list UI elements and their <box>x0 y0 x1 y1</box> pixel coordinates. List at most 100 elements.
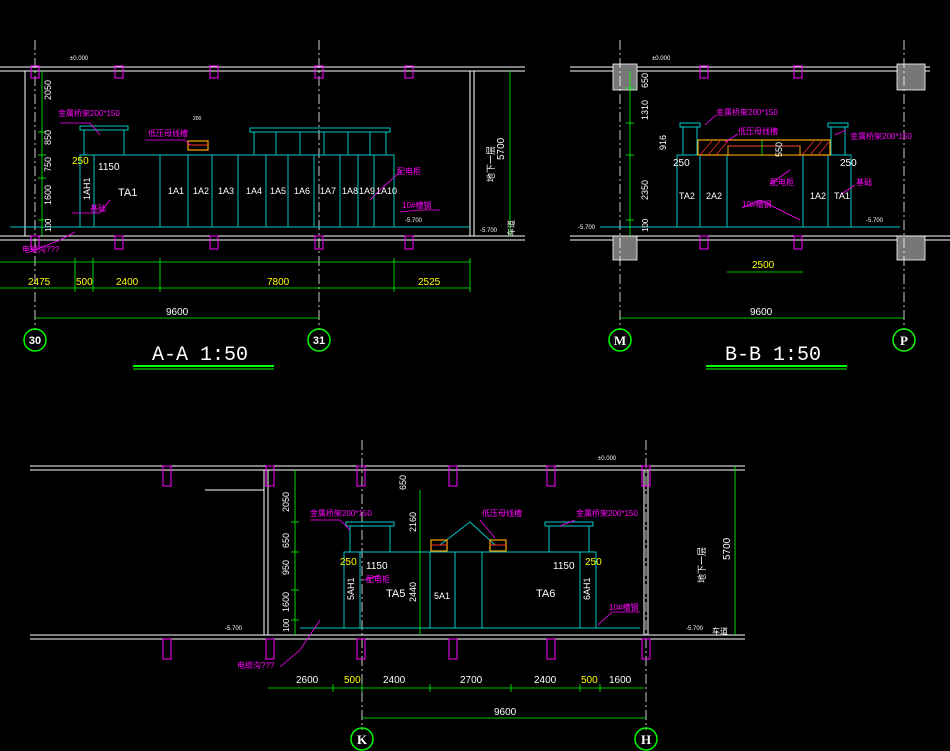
cc-dim-2050: 2050 <box>281 492 291 512</box>
aa-note-trench-left: 电缆沟??? <box>22 244 60 254</box>
aa-grid-label-left: 30 <box>29 335 41 347</box>
aa-level-top: ±0.000 <box>70 56 89 62</box>
aa-grid-bubble-left <box>23 328 47 352</box>
aa-dim-1600: 1600 <box>43 185 53 205</box>
aa-panel-1a7: 1A7 <box>320 186 336 196</box>
cc-grid-bubble-right <box>634 727 658 751</box>
cc-dim-bottom-4: 2400 <box>534 675 557 686</box>
cc-panel-5a1: 5A1 <box>434 591 450 601</box>
bb-panel-1a2: 1A2 <box>810 191 826 201</box>
cc-dim-5700: 5700 <box>722 537 733 560</box>
cc-dim-bottom-1: 500 <box>344 675 361 686</box>
aa-note-busway: 低压母线槽 <box>148 128 188 138</box>
bb-dim-1310: 1310 <box>640 100 650 120</box>
cc-dim-bottom-5: 500 <box>581 675 598 686</box>
cc-dim-bottom-6: 1600 <box>609 675 632 686</box>
cc-dim-1150-left: 1150 <box>366 561 388 572</box>
aa-note-cabinet: 配电柜 <box>397 166 421 176</box>
bb-note-busway: 低压母线槽 <box>738 126 778 136</box>
bb-dim-total: 9600 <box>750 307 773 318</box>
cc-note-trench-left: 电缆沟??? <box>237 660 275 670</box>
bb-note-tray-right: 金属桥架200*150 <box>850 131 912 141</box>
bb-panel-ta1: TA1 <box>834 191 850 201</box>
aa-road-label: 车道 <box>506 220 516 236</box>
aa-panel-1a9: 1A9 <box>359 186 375 196</box>
cc-dim-2440: 2440 <box>408 582 418 602</box>
bb-panel-ta2: TA2 <box>679 191 695 201</box>
cc-grid-label-right: H <box>641 732 651 747</box>
aa-dim-2050: 2050 <box>43 80 53 100</box>
bb-panel-2a2: 2A2 <box>706 191 722 201</box>
cc-dim-1150-right: 1150 <box>553 561 575 572</box>
aa-title: A-A 1:50 <box>152 344 248 367</box>
aa-panel-1a8: 1A8 <box>342 186 358 196</box>
cc-note-tray-left: 金属桥架200*150 <box>310 508 372 518</box>
cc-road-label: 车道 <box>712 626 728 636</box>
aa-dim-bottom-2: 2400 <box>116 277 139 288</box>
cc-dim-bottom-3: 2700 <box>460 675 483 686</box>
aa-level-floor: -5.700 <box>480 228 498 234</box>
bb-dim-650: 650 <box>640 73 650 88</box>
aa-dim-850: 850 <box>43 130 53 145</box>
aa-dim-bottom-4: 2525 <box>418 277 441 288</box>
aa-dim-250: 250 <box>72 156 89 167</box>
cc-dim-650: 650 <box>281 533 291 548</box>
bb-grid-bubble-left <box>608 328 632 352</box>
cc-dim-950: 950 <box>281 560 291 575</box>
cc-dim-total: 9600 <box>494 707 517 718</box>
aa-note-tray: 金属桥架200*150 <box>58 108 120 118</box>
aa-note-small: 200 <box>193 116 202 122</box>
bb-level-floor: -5.700 <box>578 225 596 231</box>
bb-note-cabinet: 配电柜 <box>770 177 794 187</box>
aa-dim-bottom-3: 7800 <box>267 277 290 288</box>
bb-note-trench: 10#槽钢 <box>742 199 771 209</box>
cc-grid-bubble-left <box>350 727 374 751</box>
bb-dim-250-left: 250 <box>673 158 690 169</box>
aa-grid-bubble-right <box>307 328 331 352</box>
cc-level-floor-b: -5.700 <box>225 626 243 632</box>
cc-dim-bottom-2: 2400 <box>383 675 406 686</box>
aa-panel-1a4: 1A4 <box>246 186 262 196</box>
aa-panel-1a10: 1A10 <box>376 186 397 196</box>
cc-dim-650-top: 650 <box>398 475 408 490</box>
aa-panel-1a2: 1A2 <box>193 186 209 196</box>
aa-panel-1a6: 1A6 <box>294 186 310 196</box>
bb-dim-250-right: 250 <box>840 158 857 169</box>
aa-note-trench: 10#槽钢 <box>402 200 431 210</box>
section-aa: 2050 850 750 1600 100 250 1150 5700 地下一层… <box>0 40 525 370</box>
cc-dim-2160: 2160 <box>408 512 418 532</box>
bb-dim-550: 550 <box>774 142 784 157</box>
bb-grid-bubble-right <box>892 328 916 352</box>
cc-level-floor: -5.700 <box>686 626 704 632</box>
aa-floor-label: 地下一层 <box>485 146 496 182</box>
aa-panel-1a1: 1A1 <box>168 186 184 196</box>
cc-grid-label-left: K <box>357 732 368 747</box>
aa-dim-bottom-0: 2475 <box>28 277 51 288</box>
bb-dim-2500: 2500 <box>752 260 775 271</box>
cc-note-tray-right: 金属桥架200*150 <box>576 508 638 518</box>
bb-level-floor-b: -5.700 <box>866 218 884 224</box>
aa-dim-750: 750 <box>43 157 53 172</box>
bb-grid-label-right: P <box>900 333 908 348</box>
bb-dim-916: 916 <box>658 135 668 150</box>
aa-panel-1a3: 1A3 <box>218 186 234 196</box>
cc-dim-bottom-0: 2600 <box>296 675 319 686</box>
cc-panel-ta6: TA6 <box>536 588 555 600</box>
cc-note-busway: 低压母线槽 <box>482 508 522 518</box>
cc-panel-6ah1: 6AH1 <box>582 577 592 600</box>
cc-panel-ta5: TA5 <box>386 588 405 600</box>
bb-dim-2350: 2350 <box>640 180 650 200</box>
aa-note-base: 基础 <box>90 203 106 213</box>
aa-dim-bottom-1: 500 <box>76 277 93 288</box>
cc-dim-100: 100 <box>282 618 291 632</box>
bb-level-top: ±0.000 <box>652 56 671 62</box>
bb-note-tray-left: 金属桥架200*150 <box>716 107 778 117</box>
aa-level-floor-b: -5.700 <box>405 218 423 224</box>
section-cc: 2050 650 950 1600 100 650 2160 2440 250 … <box>30 440 745 751</box>
cc-floor-label: 地下一层 <box>696 547 707 583</box>
bb-note-base: 基础 <box>856 177 872 187</box>
aa-dim-5700: 5700 <box>496 137 507 160</box>
section-bb: 650 1310 916 2350 100 550 250 250 2500 9… <box>570 40 950 370</box>
bb-grid-label-left: M <box>614 333 626 348</box>
